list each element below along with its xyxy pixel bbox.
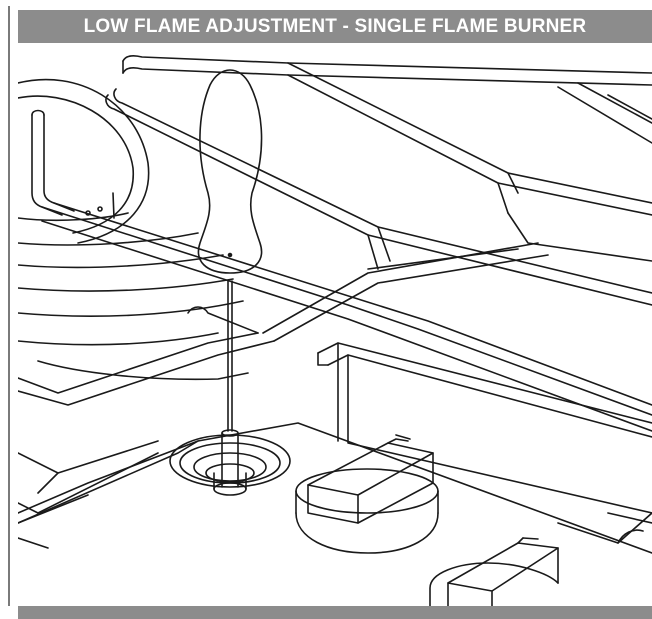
gas-tap-spindle-icon: [169, 429, 291, 496]
hob-illustration: [18, 43, 652, 606]
burner-icon: [18, 78, 249, 381]
hob-plate-icon: [18, 422, 652, 554]
section-title: LOW FLAME ADJUSTMENT - SINGLE FLAME BURN…: [83, 15, 587, 37]
screwdriver-icon: [197, 69, 263, 432]
control-knob-icon: [295, 434, 439, 554]
section-header: LOW FLAME ADJUSTMENT - SINGLE FLAME BURN…: [18, 10, 652, 43]
control-knob-icon: [429, 537, 559, 606]
margin-rule: [8, 6, 10, 606]
hob-pan-support-icon: [18, 55, 652, 514]
footer-band: [18, 606, 652, 619]
